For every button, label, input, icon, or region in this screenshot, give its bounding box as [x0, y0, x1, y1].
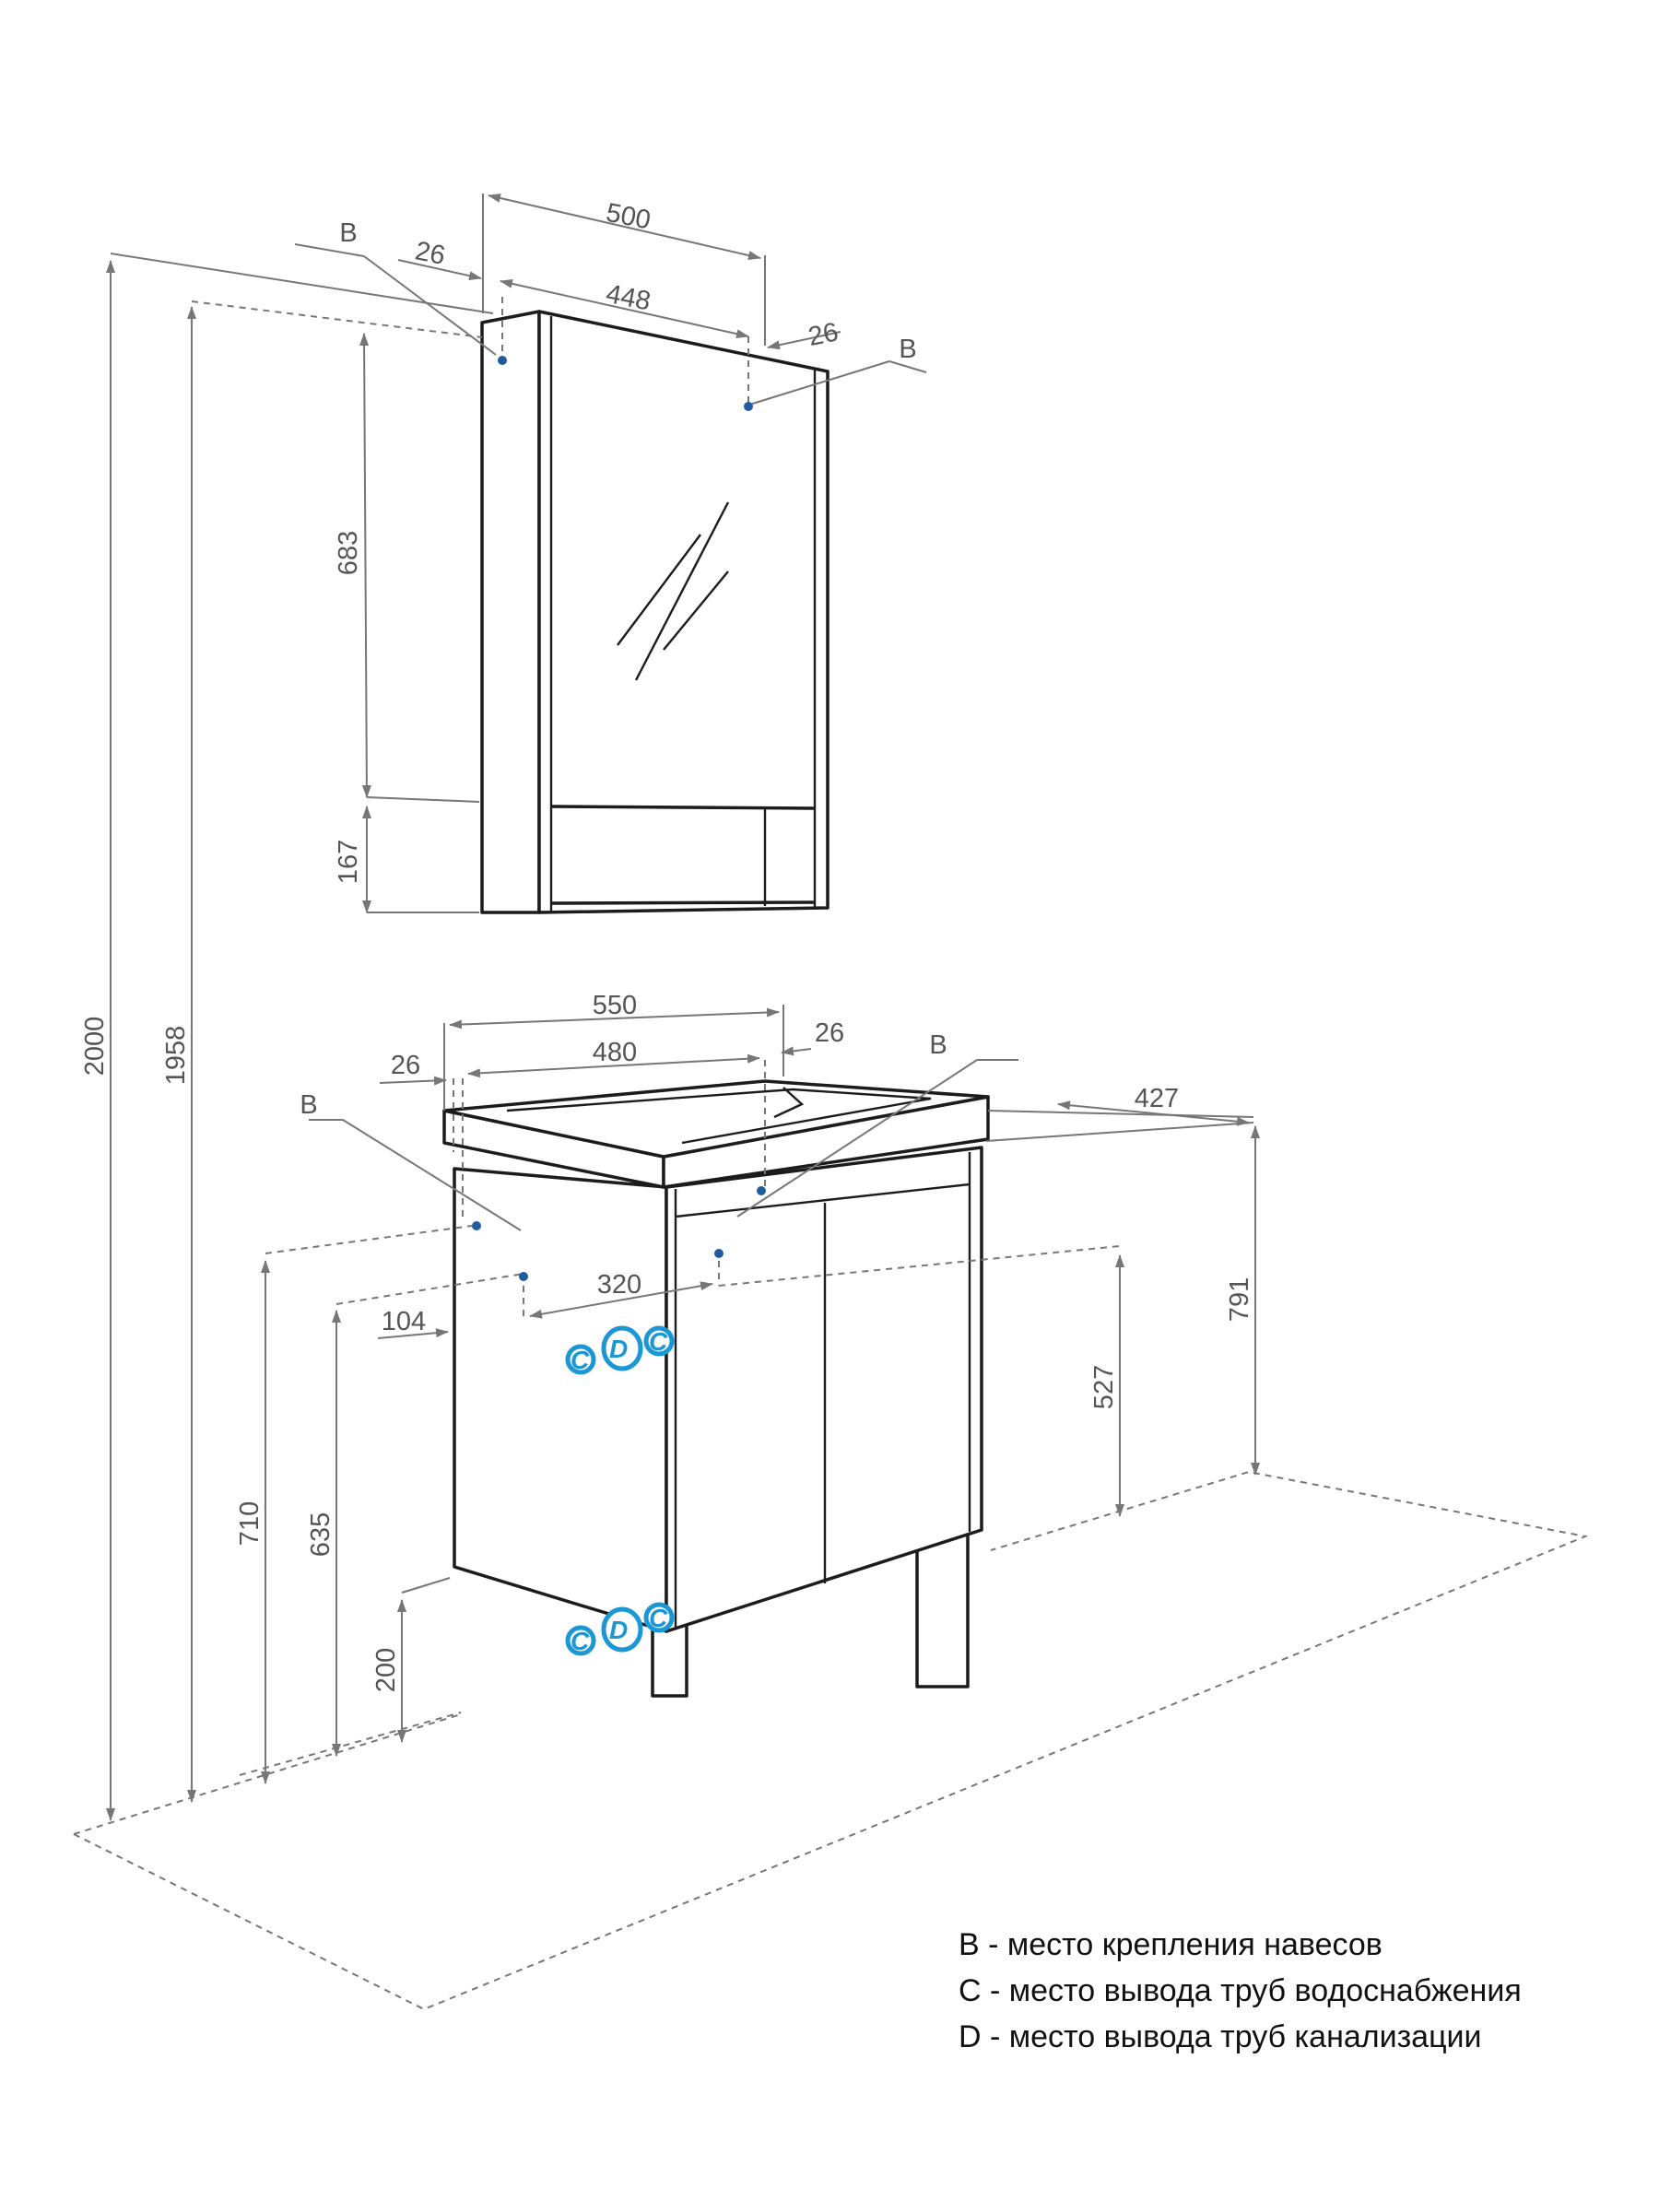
mount-point	[744, 402, 753, 411]
mirror-glare-line	[663, 571, 729, 651]
dim-550	[449, 1007, 780, 1030]
marker-d-label: D	[609, 1616, 628, 1644]
marker-b-label: B	[300, 1090, 317, 1120]
label-710: 710	[235, 1501, 265, 1546]
dim-427	[1057, 1100, 1250, 1126]
label-683: 683	[334, 531, 363, 575]
label-527: 527	[1089, 1365, 1119, 1409]
dim-683	[359, 333, 371, 798]
label-26-vanity-left: 26	[391, 1051, 420, 1080]
label-104: 104	[382, 1307, 426, 1336]
legend-item-b: B - место крепления навесов	[959, 1927, 1382, 1962]
marker-c-label: C	[571, 1627, 590, 1655]
marker-c-label: C	[649, 1604, 668, 1632]
marker-c-label: C	[649, 1327, 668, 1356]
label-550: 550	[593, 991, 637, 1020]
dim-320	[529, 1281, 713, 1319]
label-635: 635	[306, 1512, 335, 1557]
label-480: 480	[593, 1038, 637, 1067]
water-connection-marker	[565, 1344, 596, 1375]
label-200: 200	[371, 1648, 401, 1692]
marker-b-label: B	[339, 218, 357, 248]
water-connection-marker	[565, 1625, 596, 1656]
label-320: 320	[597, 1270, 641, 1300]
marker-c-label: C	[571, 1346, 590, 1374]
label-26-cabinet-right: 26	[806, 317, 841, 352]
label-2000: 2000	[80, 1017, 110, 1077]
mirror-cabinet	[480, 310, 830, 914]
legend-item-c: C - место вывода труб водоснабжения	[959, 1973, 1522, 2008]
label-167: 167	[334, 840, 363, 884]
legend: B - место крепления навесов C - место вы…	[959, 1922, 1522, 2060]
label-791: 791	[1225, 1277, 1254, 1322]
drain-connection-marker	[601, 1325, 643, 1371]
vanity-unit	[442, 1079, 990, 1698]
label-26-vanity-right: 26	[815, 1018, 844, 1048]
water-connection-marker	[643, 1602, 675, 1633]
connections-lower: C D C	[565, 1602, 675, 1656]
water-connection-marker	[643, 1325, 675, 1357]
label-26-cabinet-left: 26	[413, 236, 448, 271]
mount-points	[472, 356, 766, 1281]
mount-point	[498, 356, 507, 365]
dimension-lines	[106, 194, 1260, 1821]
dim-480	[467, 1053, 760, 1078]
mount-point	[519, 1272, 528, 1281]
mount-point	[472, 1221, 481, 1230]
label-427: 427	[1135, 1084, 1179, 1113]
mirror-glare-line	[617, 534, 701, 646]
dim-500	[488, 194, 761, 260]
dimension-labels: 2000 1958 683 167 500 448 26 26 B B 550 …	[80, 198, 1254, 1692]
marker-b-label: B	[929, 1030, 947, 1060]
label-500: 500	[604, 198, 653, 236]
legend-item-d: D - место вывода труб канализации	[959, 2019, 1482, 2054]
mount-point	[757, 1186, 766, 1195]
label-1958: 1958	[161, 1026, 191, 1086]
marker-d-label: D	[609, 1335, 628, 1363]
dim-448	[500, 278, 749, 339]
mirror-glare-line	[634, 501, 730, 681]
label-448: 448	[604, 279, 653, 317]
drain-connection-marker	[601, 1606, 643, 1653]
connections-upper: C D C	[565, 1325, 675, 1375]
marker-b-label: B	[899, 335, 916, 364]
floor-plane	[73, 1470, 1589, 2011]
mount-point	[714, 1249, 724, 1258]
